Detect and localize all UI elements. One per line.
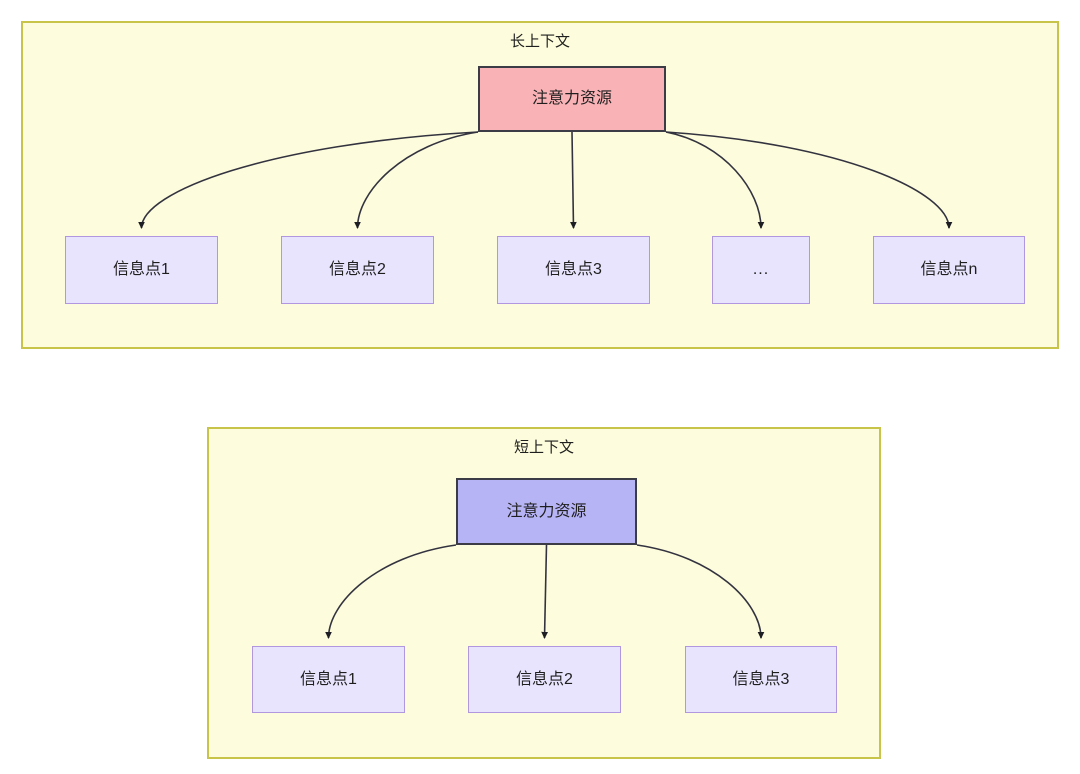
- leaf-node-short-context-1[interactable]: 信息点1: [252, 646, 405, 713]
- connector-long-context-1: [138, 131, 479, 229]
- leaf-node-long-context-3[interactable]: 信息点3: [497, 236, 650, 304]
- connector-long-context-3: [570, 131, 577, 229]
- root-node-long-context[interactable]: 注意力资源: [478, 66, 666, 132]
- connector-long-context-4: [665, 131, 765, 229]
- group-title-long-context: 长上下文: [509, 33, 570, 50]
- connector-short-context-3: [636, 544, 765, 639]
- root-node-short-context[interactable]: 注意力资源: [456, 478, 637, 545]
- leaf-node-long-context-1[interactable]: 信息点1: [65, 236, 218, 304]
- connector-short-context-2: [541, 544, 549, 639]
- leaf-node-short-context-2[interactable]: 信息点2: [468, 646, 621, 713]
- connector-long-context-5: [665, 131, 953, 229]
- leaf-node-long-context-4[interactable]: ...: [712, 236, 810, 304]
- connector-long-context-2: [354, 131, 479, 229]
- leaf-node-long-context-5[interactable]: 信息点n: [873, 236, 1025, 304]
- group-title-short-context: 短上下文: [513, 439, 574, 456]
- leaf-node-long-context-2[interactable]: 信息点2: [281, 236, 434, 304]
- leaf-node-short-context-3[interactable]: 信息点3: [685, 646, 837, 713]
- connector-short-context-1: [325, 544, 457, 639]
